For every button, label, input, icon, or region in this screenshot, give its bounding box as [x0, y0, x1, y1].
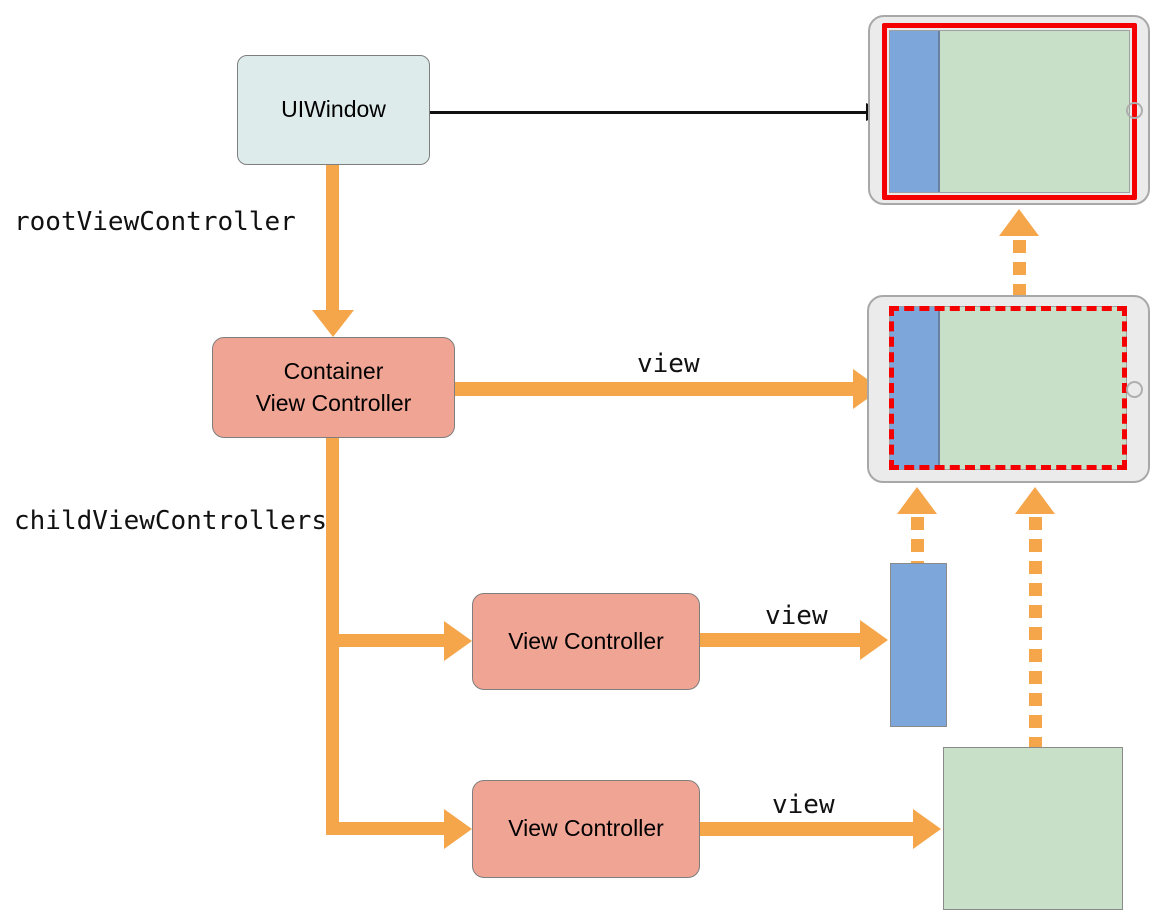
home-button-icon [1126, 381, 1143, 398]
child-1-view-arrow-line [700, 633, 862, 647]
view-controller-node-2: View Controller [472, 780, 700, 878]
child-view-blue [890, 563, 947, 727]
root-vc-arrow-line [326, 165, 339, 311]
child-2-view-edge-label: view [772, 790, 835, 820]
composite-arrow-blue-dash [911, 517, 924, 563]
device-mid-screen [889, 306, 1127, 470]
container-view-edge-label: view [637, 349, 700, 379]
child-1-view-arrow-head [860, 620, 888, 660]
composite-arrow-blue-head [897, 487, 937, 514]
child-2-view-arrow-head [913, 809, 941, 849]
content-view-green [940, 307, 1126, 469]
view-controller-2-label: View Controller [508, 815, 664, 842]
child-view-green [943, 747, 1123, 910]
child-view-controllers-label: childViewControllers [14, 506, 328, 536]
root-view-controller-label: rootViewController [14, 207, 296, 237]
child-vc-arrow-branch-2-head [444, 809, 472, 849]
child-2-view-arrow-line [700, 822, 915, 836]
red-highlight-frame-solid [882, 23, 1137, 200]
composite-arrow-top-head [999, 209, 1039, 236]
sidebar-view-blue [890, 307, 940, 469]
container-view-controller-label: Container View Controller [256, 356, 412, 418]
container-label-line1: Container [283, 358, 384, 385]
home-button-icon [1126, 102, 1143, 119]
device-top-screen [889, 30, 1130, 193]
device-container-view [867, 295, 1150, 483]
composite-arrow-green-dash [1029, 517, 1042, 747]
composite-arrow-green-head [1015, 487, 1055, 514]
view-controller-node-1: View Controller [472, 593, 700, 690]
child-1-view-edge-label: view [765, 601, 828, 631]
sidebar-view-blue [890, 31, 940, 192]
child-vc-arrow-branch-1-head [444, 621, 472, 661]
container-label-line2: View Controller [255, 389, 412, 416]
composite-arrow-top-dash [1013, 240, 1026, 295]
window-screen-arrow-line [430, 111, 868, 114]
container-view-arrow-line [455, 382, 853, 396]
content-view-green [940, 31, 1129, 192]
device-composited-screen [868, 15, 1150, 205]
uiwindow-node: UIWindow [237, 55, 430, 165]
uiwindow-label: UIWindow [281, 96, 386, 123]
child-vc-arrow-branch-2 [326, 822, 446, 835]
red-highlight-frame-dashed [889, 306, 1127, 470]
child-vc-arrow-branch-1 [326, 634, 446, 647]
container-view-controller-node: Container View Controller [212, 337, 455, 438]
view-controller-1-label: View Controller [508, 627, 664, 654]
root-vc-arrow-head [312, 310, 354, 337]
